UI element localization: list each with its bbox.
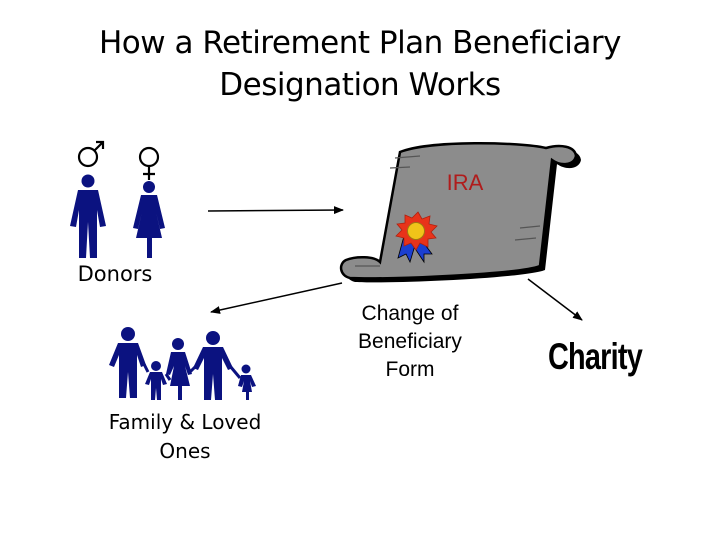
ira-label: IRA <box>446 170 484 195</box>
arrow-ira-to-charity <box>527 278 583 321</box>
donors-label: Donors <box>77 262 153 286</box>
title-line-2: Designation Works <box>219 67 501 103</box>
change-form-line-1: Change of <box>361 302 459 325</box>
change-form-line-3: Form <box>385 358 435 381</box>
change-of-beneficiary-form-label: Change of Beneficiary Form <box>330 300 490 384</box>
scroll-document-icon <box>339 141 581 283</box>
female-donor-icon <box>133 146 165 258</box>
family-silhouette-icon <box>109 327 256 400</box>
change-form-line-2: Beneficiary <box>358 330 462 353</box>
award-ribbon-icon <box>395 211 438 264</box>
family-label: Family & Loved Ones <box>90 408 280 466</box>
family-label-line-2: Ones <box>159 439 211 463</box>
arrow-donors-to-ira <box>207 206 344 215</box>
page-title: How a Retirement Plan Beneficiary Design… <box>40 22 680 106</box>
title-line-1: How a Retirement Plan Beneficiary <box>98 25 622 61</box>
charity-label: Charity <box>548 336 643 377</box>
male-donor-icon <box>70 140 106 258</box>
arrow-ira-to-family <box>210 282 343 314</box>
family-label-line-1: Family & Loved <box>108 410 262 434</box>
